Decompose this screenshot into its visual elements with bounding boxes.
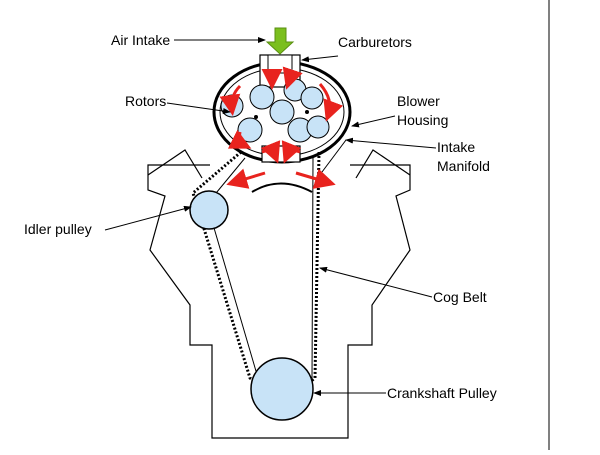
crankshaft-pulley [250, 357, 314, 421]
rotor [269, 99, 295, 125]
label-cog-belt: Cog Belt [433, 289, 487, 305]
rotor [300, 86, 324, 110]
curved-arrow-icon [227, 129, 252, 149]
label-manifold: Manifold [437, 158, 490, 174]
rotor-axle [254, 115, 258, 119]
leader-cog-belt [319, 266, 433, 298]
rotor [249, 84, 275, 110]
leader-idler-pulley [104, 205, 192, 231]
leader-blower-housing [351, 115, 396, 128]
label-rotors: Rotors [125, 93, 166, 109]
label-intake: Intake [437, 139, 475, 155]
label-crankshaft-pulley: Crankshaft Pulley [387, 385, 497, 401]
curved-arrow-icon [318, 83, 344, 122]
idler-pulley [189, 190, 229, 230]
flow-arrows [219, 66, 344, 189]
curved-arrow-icon [226, 168, 266, 189]
curved-arrow-icon [219, 84, 242, 116]
carburetor-throat [267, 54, 293, 74]
right-cylinder-head [355, 149, 411, 179]
leader-intake-manifold-2 [321, 139, 347, 173]
curved-arrow-icon [282, 66, 303, 90]
curved-arrow-icon [281, 140, 302, 164]
leader-intake-manifold [345, 137, 437, 149]
leader-rotors [166, 102, 231, 114]
label-housing: Housing [397, 112, 448, 128]
rotor-axle [305, 110, 309, 114]
label-blower: Blower [397, 93, 440, 109]
left-cylinder-head [147, 149, 203, 179]
down-arrow-icon [265, 27, 295, 55]
leader-carburetors [301, 55, 339, 63]
label-idler-pulley: Idler pulley [24, 221, 92, 237]
curved-arrow-icon [260, 140, 281, 164]
cog-belt-inner [206, 157, 314, 379]
rotor [306, 115, 330, 139]
engine-block-outline [147, 164, 411, 439]
label-carburetors: Carburetors [338, 34, 412, 50]
rotor [237, 117, 263, 143]
intake-manifold-arc [251, 182, 313, 193]
label-air-intake: Air Intake [111, 32, 170, 48]
blower-outlet [261, 145, 301, 163]
curved-arrow-icon [295, 168, 336, 189]
